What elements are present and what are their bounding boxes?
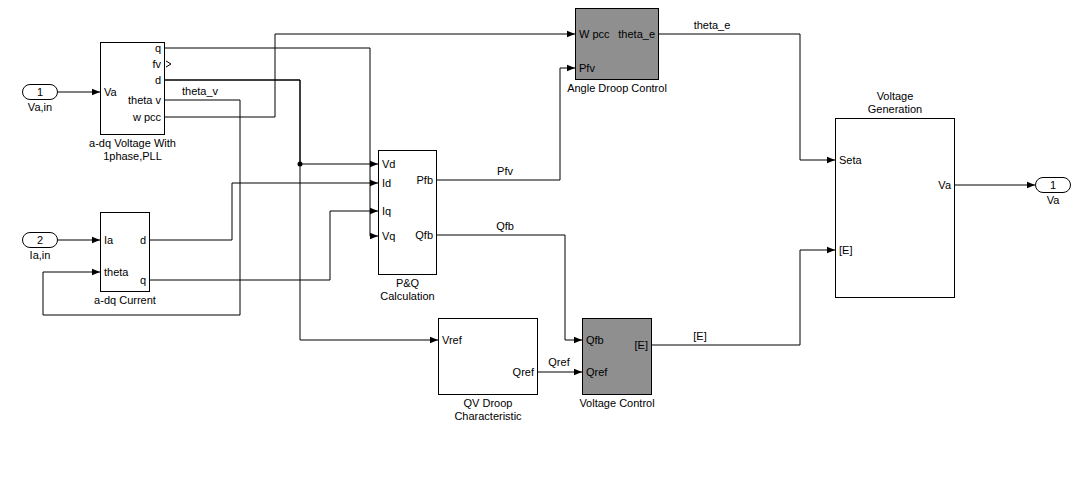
port-number: 2 bbox=[23, 234, 57, 247]
port-label: Vd bbox=[382, 158, 395, 171]
port-label: q bbox=[140, 274, 146, 287]
port-name: Ia,in bbox=[30, 249, 51, 262]
port-label: Qfb bbox=[415, 229, 433, 242]
io-port: 2Ia,in bbox=[22, 232, 58, 248]
port-label: Qfb bbox=[586, 334, 604, 347]
signal-line bbox=[150, 211, 378, 280]
port-label: Ia bbox=[104, 234, 113, 247]
block-name: a-dq Current bbox=[94, 294, 156, 307]
port-label: Va bbox=[104, 86, 117, 99]
port-label: [E] bbox=[635, 339, 648, 352]
signal-line bbox=[165, 80, 378, 164]
port-label: w pcc bbox=[133, 111, 161, 124]
signal-line bbox=[58, 240, 100, 241]
port-label: Pfv bbox=[579, 62, 595, 75]
block-name: a-dq Voltage With 1phase,PLL bbox=[88, 137, 178, 163]
signal-line bbox=[955, 185, 1035, 186]
port-label: W pcc bbox=[579, 28, 610, 41]
port-name: Va bbox=[1047, 194, 1060, 207]
signal-name: Qfb bbox=[494, 220, 516, 233]
block-name: Angle Droop Control bbox=[567, 82, 667, 95]
signal-name: Qref bbox=[546, 356, 571, 369]
port-name: Va,in bbox=[28, 101, 52, 114]
io-port: 1Va,in bbox=[22, 84, 58, 100]
port-label: Seta bbox=[839, 154, 862, 167]
port-label: theta v bbox=[128, 94, 161, 107]
signal-line bbox=[659, 34, 835, 160]
port-label: Vq bbox=[382, 230, 395, 243]
port-label: d bbox=[155, 74, 161, 87]
subsystem-block: Voltage GenerationSeta[E]Va bbox=[835, 118, 955, 298]
signal-name: theta_e bbox=[692, 19, 733, 32]
subsystem-block: Voltage ControlQfbQref[E] bbox=[582, 318, 652, 395]
block-name: Voltage Control bbox=[579, 397, 654, 410]
signal-name: [E] bbox=[691, 330, 708, 343]
io-port: 1Va bbox=[1035, 177, 1071, 193]
port-label: q bbox=[155, 42, 161, 55]
port-label: [E] bbox=[839, 244, 852, 257]
signal-line bbox=[58, 92, 100, 93]
subsystem-block: Angle Droop ControlW pccPfvtheta_e bbox=[575, 8, 659, 80]
port-label: fv bbox=[152, 58, 161, 71]
block-name: P&Q Calculation bbox=[375, 277, 441, 303]
subsystem-block: a-dq Voltage With 1phase,PLLVaqfvdtheta … bbox=[100, 42, 165, 135]
subsystem-block: P&Q CalculationVdIdIqVqPfbQfb bbox=[378, 150, 437, 275]
signal-line bbox=[652, 250, 835, 345]
port-label: theta bbox=[104, 266, 128, 279]
port-label: Va bbox=[938, 179, 951, 192]
port-label: Id bbox=[382, 177, 391, 190]
port-label: theta_e bbox=[618, 28, 655, 41]
signal-name: theta_v bbox=[180, 85, 220, 98]
port-label: Qref bbox=[513, 366, 534, 379]
signal-line bbox=[165, 48, 378, 236]
port-number: 1 bbox=[23, 86, 57, 99]
signal-line bbox=[538, 372, 582, 373]
block-name: QV Droop Characteristic bbox=[446, 397, 530, 423]
signal-name: Pfv bbox=[495, 165, 515, 178]
block-name: Voltage Generation bbox=[858, 90, 932, 116]
port-label: Vref bbox=[442, 334, 462, 347]
signal-line bbox=[437, 68, 575, 180]
port-label: Pfb bbox=[416, 174, 433, 187]
port-label: d bbox=[140, 234, 146, 247]
subsystem-block: QV Droop CharacteristicVrefQref bbox=[438, 318, 538, 395]
open-port-mark bbox=[166, 61, 171, 67]
subsystem-block: a-dq CurrentIathetadq bbox=[100, 212, 150, 292]
port-label: Iq bbox=[382, 205, 391, 218]
port-number: 1 bbox=[1036, 179, 1070, 192]
port-label: Qref bbox=[586, 366, 607, 379]
